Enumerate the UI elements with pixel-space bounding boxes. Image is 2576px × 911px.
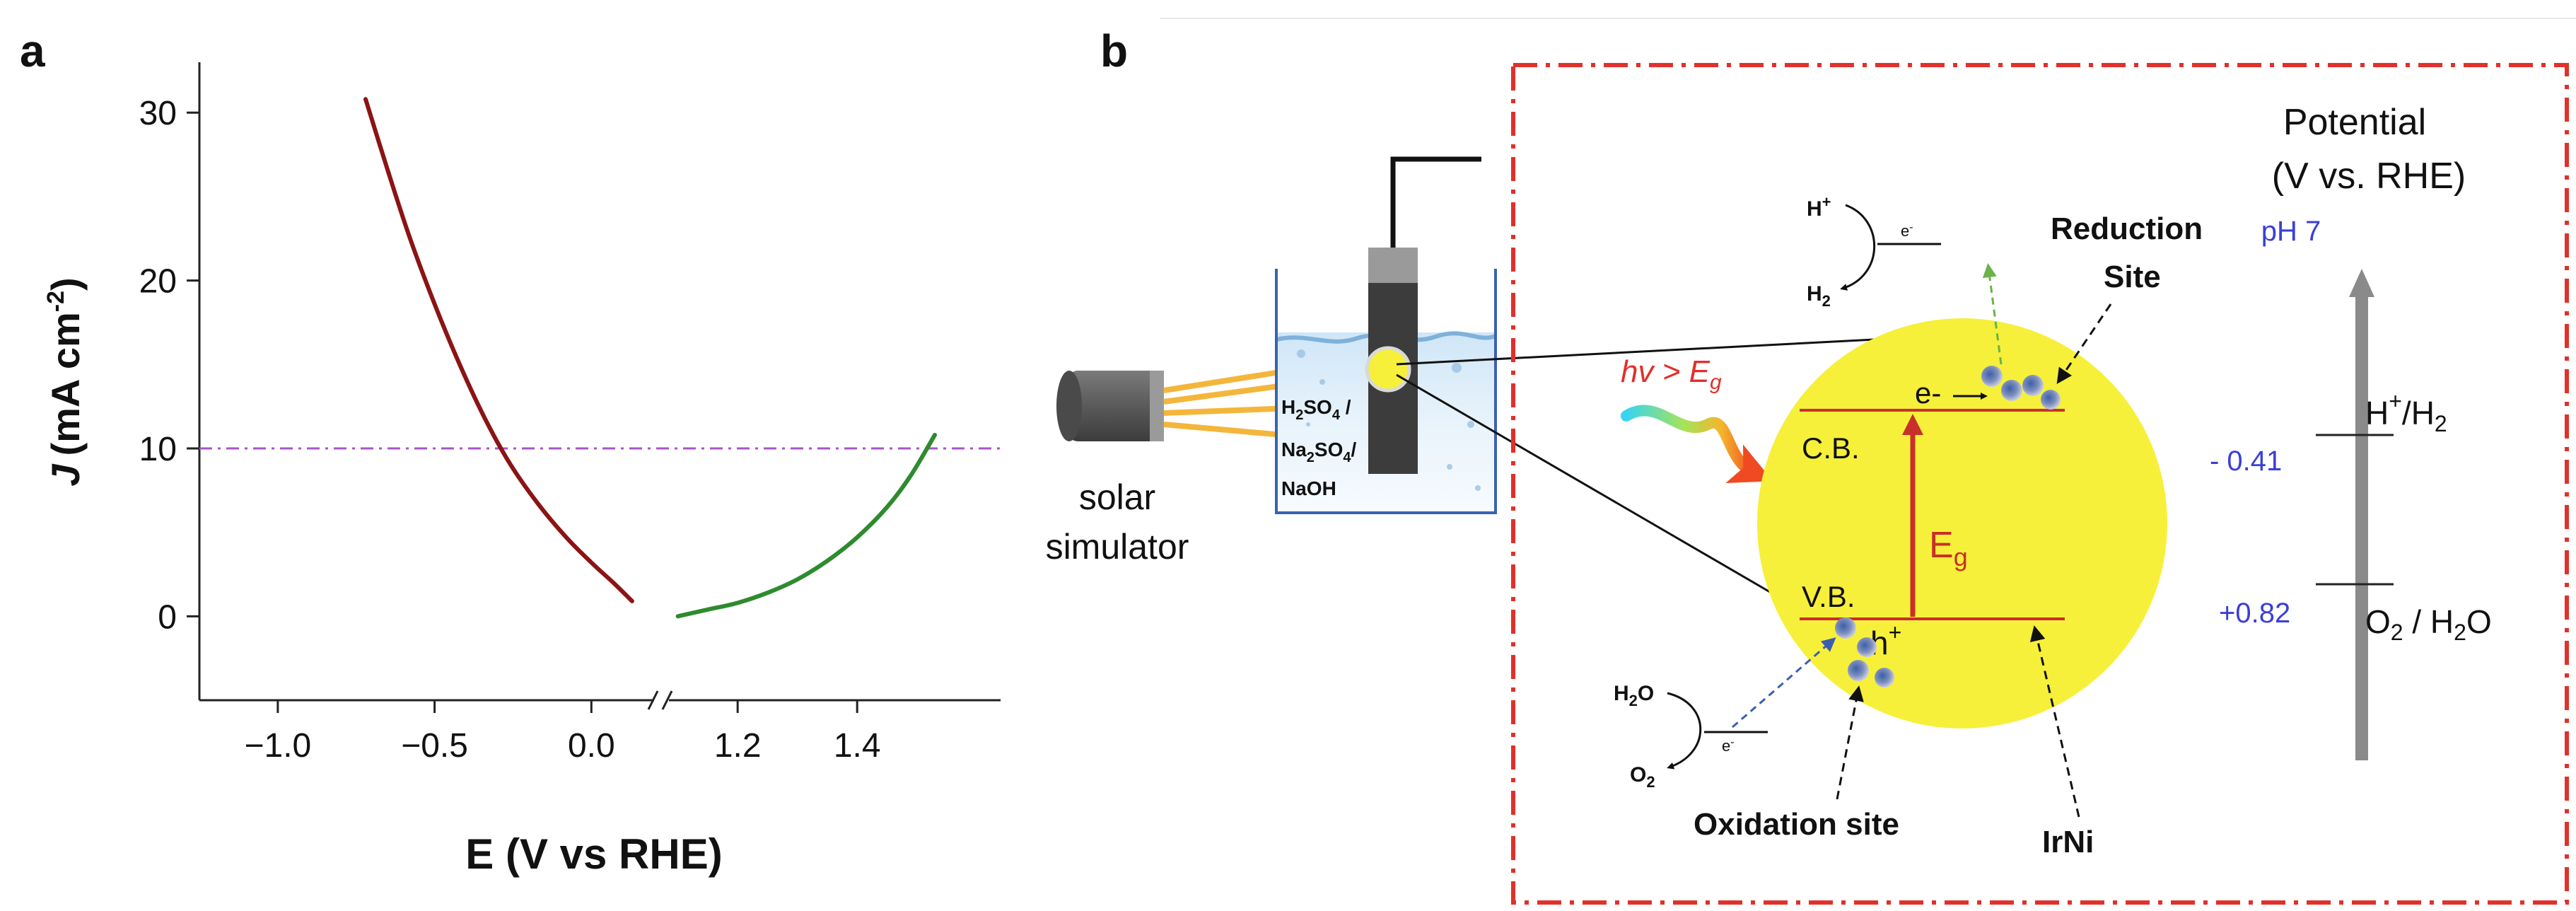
solar-label-line2: simulator — [1046, 527, 1189, 567]
level-1-label: H+/H2 — [2365, 388, 2447, 436]
oxidation-curve-arrow — [1667, 692, 1702, 770]
h2o-label: H2O — [1614, 682, 1654, 709]
y-tick-label: 0 — [158, 598, 177, 636]
lamp-face — [1150, 371, 1164, 441]
reduction-catalyst-dots — [1981, 366, 2061, 410]
vb-label: V.B. — [1802, 580, 1855, 613]
catalyst-label: IrNi — [2042, 825, 2094, 859]
electrode-cap — [1368, 248, 1418, 283]
reduction-site-pointer — [2056, 303, 2112, 384]
oxidation-catalyst-dots — [1835, 617, 1894, 687]
x-tick-label: 0.0 — [568, 727, 615, 765]
eg-label: Eg — [1929, 525, 1968, 571]
level-2-value: +0.82 — [2219, 598, 2290, 629]
reduction-green-arrow — [1982, 263, 2003, 365]
sample-spot — [1365, 346, 1411, 393]
level-2-label: O2 / H2O — [2365, 603, 2492, 645]
reduction-electron-label: e- — [1901, 221, 1913, 240]
x-ticks: −1.0 −0.5 0.0 1.2 1.4 — [244, 700, 881, 765]
electrolyte-label-3: NaOH — [1281, 477, 1336, 499]
ph-label: pH 7 — [2261, 216, 2321, 247]
o2-label: O2 — [1630, 763, 1655, 791]
photon-wave-icon — [1621, 405, 1773, 483]
y-axis-label: J(mA cm-2) — [42, 277, 88, 486]
zoom-frame — [1511, 63, 2569, 905]
x-tick-label: −1.0 — [244, 727, 311, 765]
oxidation-site-label: Oxidation site — [1694, 807, 1899, 842]
electrode-wire — [1390, 156, 1481, 248]
y-tick-label: 20 — [139, 263, 177, 301]
potential-scale: Potential (V vs. RHE) pH 7 - 0.41 +0.82 … — [2210, 102, 2492, 760]
electrolyte-label-1: H2SO4 / — [1281, 396, 1351, 423]
axis-break-icon — [647, 690, 673, 710]
catalyst-pointer — [2029, 625, 2080, 818]
h-plus-label: H+ — [1807, 193, 1831, 221]
x-tick-label: 1.4 — [834, 727, 881, 765]
panel-a-label: a — [20, 25, 45, 76]
series-line-1 — [363, 97, 634, 603]
solar-label-line1: solar — [1079, 477, 1155, 517]
oxidation-site-pointer — [1836, 685, 1864, 800]
electrolyte-label-2: Na2SO4/ — [1281, 439, 1357, 465]
beaker-wall — [1275, 269, 1497, 514]
lamp-back — [1056, 371, 1082, 441]
reduction-site-label-line1: Reduction — [2051, 211, 2203, 246]
zoom-line-top — [1396, 337, 1903, 366]
oxidation-electron-label: e- — [1722, 736, 1735, 755]
electrochemical-cell: H2SO4 / Na2SO4/ NaOH — [1275, 156, 1497, 514]
x-axis-label: E (V vs RHE) — [465, 830, 722, 878]
reduction-site-label-line2: Site — [2104, 260, 2161, 294]
reduction-reaction: H+ H2 e- — [1807, 193, 2003, 365]
panel-b-label: b — [1100, 25, 1128, 76]
solar-simulator: solar simulator — [1046, 371, 1189, 567]
data-series — [363, 97, 938, 619]
photon-label: hv > Eg — [1621, 354, 1722, 394]
y-tick-label: 10 — [139, 431, 177, 468]
series-line-2 — [675, 432, 938, 619]
semiconductor-particle — [1757, 318, 2167, 729]
potential-title-line2: (V vs. RHE) — [2272, 156, 2466, 197]
panel-a: a 0 10 20 30 −1.0 −0.5 0.0 1.2 1.4 J(mA cm-2) E… — [20, 25, 1001, 878]
potential-title-line1: Potential — [2283, 102, 2426, 143]
panel-b: b solar simulator — [1046, 18, 2576, 905]
cb-label: C.B. — [1802, 431, 1860, 465]
x-tick-label: −0.5 — [401, 727, 468, 765]
lamp-body — [1068, 371, 1160, 441]
h2-label: H2 — [1807, 282, 1831, 310]
electron-label: e- — [1915, 376, 1941, 410]
level-1-value: - 0.41 — [2210, 446, 2282, 477]
oxidation-reaction: H2O O2 e- — [1614, 637, 1836, 791]
y-ticks: 0 10 20 30 — [139, 95, 199, 636]
y-tick-label: 30 — [139, 95, 177, 132]
x-tick-label: 1.2 — [714, 727, 762, 765]
oxidation-blue-arrow — [1732, 637, 1836, 729]
reduction-curve-arrow — [1840, 204, 1876, 291]
